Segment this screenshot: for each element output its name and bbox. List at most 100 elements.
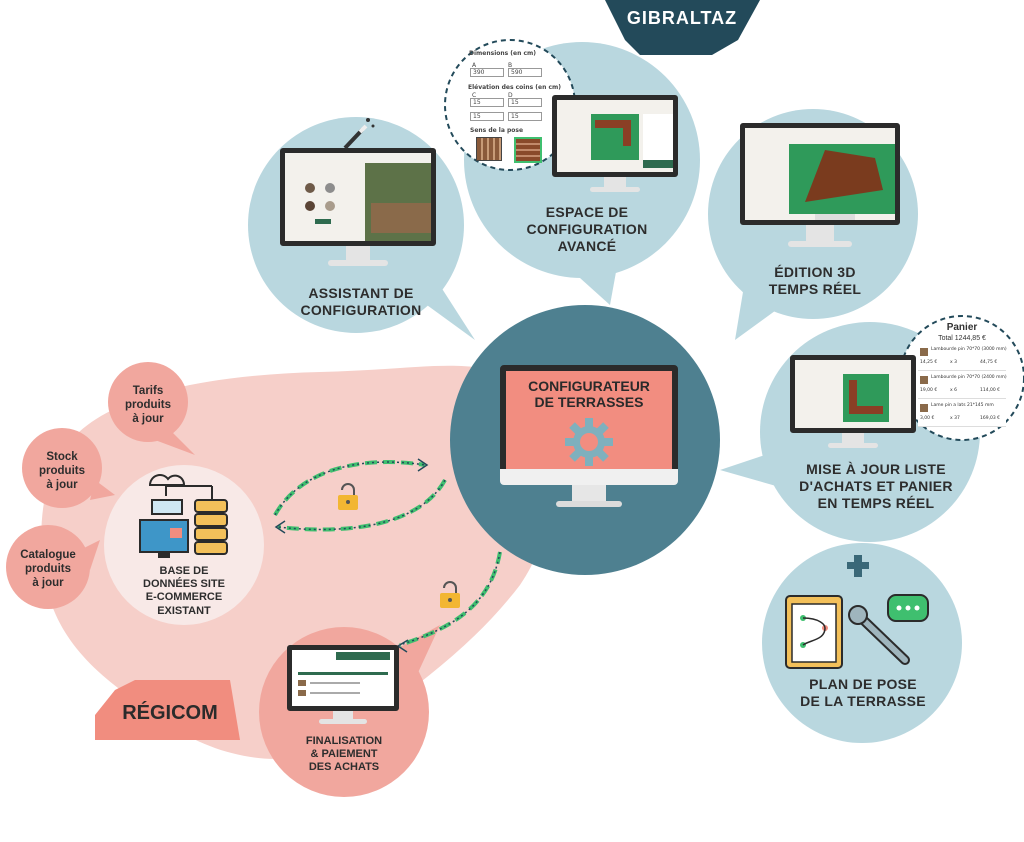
bubble-stock-shape: [22, 428, 115, 508]
bubble-catalogue-shape: [6, 525, 100, 609]
regicom-label: RÉGICOM: [122, 702, 218, 724]
label-miseajour: MISE À JOUR LISTE D'ACHATS ET PANIER EN …: [786, 461, 966, 511]
label-finalisation-line: & PAIEMENT: [310, 748, 378, 761]
label-base-line: DONNÉES SITE: [143, 578, 225, 591]
label-finalisation-line: DES ACHATS: [308, 761, 380, 774]
monitor-edition: [740, 123, 900, 253]
inset-sens-title: Sens de la pose: [470, 127, 524, 134]
label-assistant-line: ASSISTANT DE: [308, 285, 414, 301]
label-stock: Stock produits à jour: [24, 451, 100, 492]
label-tarifs: Tarifs produits à jour: [110, 385, 186, 426]
label-espace-line: ESPACE DE: [545, 204, 629, 220]
label-base-line: E-COMMERCE: [145, 591, 223, 604]
cart-item: Lambourde pin 70*70 (2400 mm) 19,00 € x 6 1…: [918, 374, 1007, 399]
label-espace: ESPACE DE CONFIGURATION AVANCÉ: [512, 204, 662, 254]
bubble-plan-shape: [762, 543, 962, 743]
hub-title-line2: DE TERRASSES: [534, 394, 644, 411]
wrench-icon: [848, 605, 910, 665]
gear-icon: [565, 418, 613, 466]
hub-title: CONFIGURATEUR DE TERRASSES: [506, 378, 672, 410]
label-finalisation: FINALISATION & PAIEMENT DES ACHATS: [288, 735, 400, 775]
cart-item-total: 169,03 €: [980, 416, 1001, 421]
plus-icon: [847, 555, 869, 577]
dim-b-label: B: [508, 62, 513, 69]
hub-title-line1: CONFIGURATEUR: [528, 378, 650, 394]
label-tarifs-line: à jour: [132, 412, 164, 425]
label-tarifs-line: produits: [125, 398, 171, 411]
plan-clipboard-icon: [785, 595, 843, 669]
regicom-ribbon-shape: [95, 680, 240, 740]
label-stock-line: à jour: [46, 478, 78, 491]
database-server-icon: [139, 474, 228, 558]
label-plan-line: DE LA TERRASSE: [800, 692, 926, 709]
gibraltaz-ribbon-shape: [605, 0, 760, 55]
product-thumbnail-icon: [920, 404, 928, 412]
arrow-to-hub: [273, 460, 426, 516]
label-stock-line: Stock: [46, 451, 78, 463]
label-catalogue-line: à jour: [32, 576, 64, 589]
product-thumbnail-icon: [920, 348, 928, 356]
cart-item-qty[interactable]: x 6: [950, 388, 957, 393]
label-espace-line: AVANCÉ: [557, 237, 617, 254]
label-finalisation-line: FINALISATION: [305, 735, 383, 747]
cart-item-name: Lame pin a lats 21*145 mm: [931, 403, 994, 408]
label-edition: ÉDITION 3D TEMPS RÉEL: [745, 264, 885, 298]
dim-c-label: C: [472, 92, 477, 99]
dim-b-field[interactable]: 590: [508, 68, 542, 77]
bubble-tarifs-shape: [108, 362, 195, 455]
dim-a-label: A: [472, 62, 477, 69]
cart-item-qty[interactable]: x 3: [950, 360, 957, 365]
gibraltaz-label: GIBRALTAZ: [626, 8, 738, 28]
label-miseajour-line: EN TEMPS RÉEL: [817, 494, 935, 511]
monitor-finalisation: [287, 645, 399, 730]
cart-item-price: 14,25 €: [920, 360, 938, 365]
dim-a-field[interactable]: 390: [470, 68, 504, 77]
label-plan-line: PLAN DE POSE: [809, 676, 917, 692]
label-base: BASE DE DONNÉES SITE E-COMMERCE EXISTANT: [126, 565, 242, 618]
arrow-to-finalisation: [399, 551, 502, 647]
cart-item-total: 114,00 €: [980, 388, 1001, 393]
cart-item-price: 3,00 €: [920, 416, 935, 421]
cart-item-qty[interactable]: x 37: [950, 416, 960, 421]
cart-item-total: 44,75 €: [980, 360, 998, 365]
pose-pattern-b-icon[interactable]: [514, 137, 542, 163]
monitor-assistant: [280, 148, 436, 278]
label-assistant: ASSISTANT DE CONFIGURATION: [286, 285, 436, 319]
lock-icon: [440, 581, 460, 608]
monitor-espace: [552, 95, 678, 195]
label-catalogue-line: Catalogue: [20, 549, 76, 561]
dim-f-field[interactable]: 15: [508, 112, 542, 121]
cart-item: Lame pin a lats 21*145 mm 3,00 € x 37 169,0…: [918, 402, 1006, 427]
dim-d-field[interactable]: 15: [508, 98, 542, 107]
inset-elevation-title: Elévation des coins (en cm): [468, 84, 562, 91]
label-edition-line: ÉDITION 3D: [774, 264, 856, 280]
monitor-hub: [500, 365, 678, 515]
label-catalogue-line: produits: [25, 562, 71, 575]
cart-item-price: 19,00 €: [920, 388, 938, 393]
monitor-miseajour: [790, 355, 916, 450]
dim-d-label: D: [508, 92, 513, 99]
label-assistant-line: CONFIGURATION: [300, 301, 422, 318]
dim-c-field[interactable]: 15: [470, 98, 504, 107]
magic-wand-icon: [343, 118, 375, 150]
cart-title: Panier: [946, 322, 978, 333]
label-stock-line: produits: [39, 464, 85, 477]
label-catalogue: Catalogue produits à jour: [6, 549, 90, 590]
label-base-line: EXISTANT: [157, 604, 211, 617]
label-edition-line: TEMPS RÉEL: [768, 280, 862, 297]
inset-dimensions-title: Dimensions (en cm): [469, 50, 537, 57]
product-thumbnail-icon: [920, 376, 928, 384]
chat-bubble-icon: [887, 594, 929, 622]
label-espace-line: CONFIGURATION: [526, 220, 648, 237]
label-base-line: BASE DE: [159, 565, 209, 577]
label-miseajour-line: D'ACHATS ET PANIER: [799, 477, 953, 494]
cart-item-name: Lambourde pin 70*70 (3000 mm): [931, 347, 1007, 352]
dim-e-field[interactable]: 15: [470, 112, 504, 121]
cart-item-name: Lambourde pin 70*70 (2400 mm): [931, 375, 1007, 380]
pose-pattern-a-icon[interactable]: [476, 137, 502, 161]
cart-item: Lambourde pin 70*70 (3000 mm) 14,25 € x 3 4…: [918, 346, 1007, 371]
label-miseajour-line: MISE À JOUR LISTE: [806, 461, 946, 477]
label-tarifs-line: Tarifs: [132, 385, 164, 397]
lock-icon: [338, 483, 358, 510]
label-plan: PLAN DE POSE DE LA TERRASSE: [786, 676, 940, 710]
